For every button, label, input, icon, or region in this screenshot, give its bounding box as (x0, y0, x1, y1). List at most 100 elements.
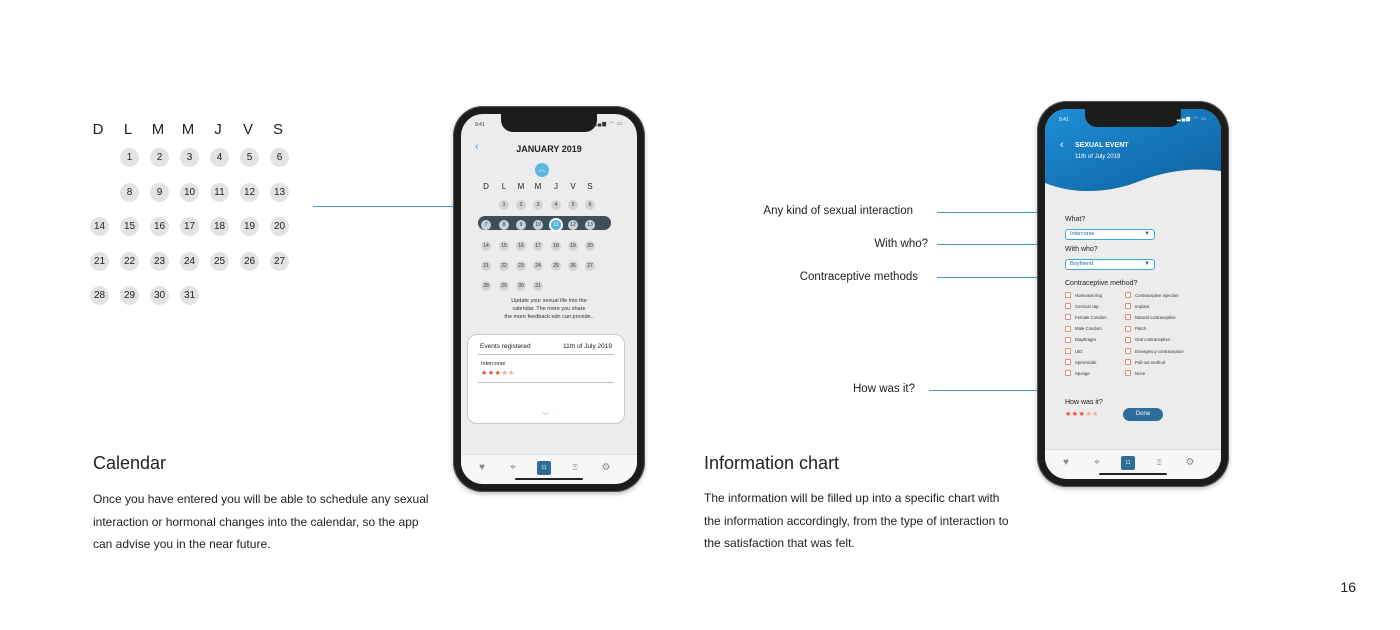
mini-calendar-day[interactable]: 26 (568, 260, 578, 271)
chevron-down-icon[interactable]: ﹀ (542, 413, 549, 420)
mini-calendar-day[interactable]: 3 (533, 200, 543, 210)
mini-calendar-day[interactable]: 28 (481, 281, 491, 292)
calendar-day[interactable]: 12 (240, 182, 259, 202)
calendar-day[interactable]: 1 (120, 148, 139, 167)
calendar-day[interactable]: 29 (120, 286, 139, 305)
calendar-day[interactable]: 25 (210, 251, 229, 271)
mini-calendar-day[interactable]: 31 (533, 281, 543, 292)
calendar-day[interactable]: 14 (90, 217, 109, 236)
calendar-day[interactable]: 8 (120, 182, 139, 202)
done-button[interactable]: Done (1123, 408, 1163, 421)
mini-calendar-day[interactable]: 5 (568, 200, 578, 210)
header-wave (1045, 109, 1221, 192)
calendar-day[interactable]: 4 (210, 148, 229, 167)
calendar-day[interactable]: 13 (270, 182, 289, 202)
checkbox[interactable] (1065, 370, 1071, 377)
checkbox[interactable] (1125, 303, 1131, 310)
mini-calendar-day[interactable]: 24 (533, 260, 543, 271)
mini-calendar-day[interactable]: 17 (533, 240, 543, 251)
weekday-header: S (272, 121, 283, 138)
settings-icon[interactable]: ⚙ (1185, 457, 1195, 468)
checkbox[interactable] (1125, 325, 1131, 332)
calendar-day[interactable]: 24 (180, 251, 199, 271)
calendar-day[interactable]: 27 (270, 251, 289, 271)
checkbox[interactable] (1125, 359, 1131, 366)
location-pin-icon[interactable]: ⌖ (1094, 457, 1100, 468)
mini-calendar-day[interactable]: 9 (516, 220, 526, 231)
mini-calendar-day[interactable]: 6 (585, 200, 595, 210)
checkbox[interactable] (1125, 314, 1131, 321)
mini-calendar-day[interactable]: 23 (516, 260, 526, 271)
location-pin-icon[interactable]: ⌖ (510, 462, 516, 473)
mini-calendar-day[interactable]: 27 (585, 260, 595, 271)
mini-calendar-day[interactable]: 25 (551, 260, 561, 271)
calendar-day[interactable]: 22 (120, 251, 139, 271)
checkbox[interactable] (1065, 303, 1071, 310)
calendar-day[interactable]: 28 (90, 286, 109, 305)
calendar-day[interactable]: 6 (270, 148, 289, 167)
help-icon[interactable]: ⍰ (1156, 458, 1162, 467)
calendar-day[interactable]: 16 (150, 217, 169, 236)
calendar-day[interactable]: 21 (90, 251, 109, 271)
mini-calendar-day[interactable]: 22 (499, 260, 509, 271)
help-icon[interactable]: ⍰ (572, 463, 578, 472)
checkbox[interactable] (1125, 292, 1131, 298)
mini-calendar-day[interactable]: 21 (481, 260, 491, 271)
calendar-day[interactable]: 30 (150, 286, 169, 305)
checkbox[interactable] (1065, 292, 1071, 298)
mini-calendar-day[interactable]: 4 (551, 200, 561, 210)
calendar-day[interactable]: 2 (150, 148, 169, 167)
mini-calendar-day[interactable]: 16 (516, 240, 526, 251)
heart-icon[interactable]: ♥ (1063, 457, 1069, 468)
calendar-day[interactable]: 10 (180, 182, 199, 202)
checkbox[interactable] (1125, 348, 1131, 354)
mini-calendar-day[interactable]: 2 (516, 200, 526, 210)
checkbox[interactable] (1125, 336, 1131, 343)
checkbox[interactable] (1065, 348, 1071, 354)
mini-calendar-day[interactable]: 20 (585, 240, 595, 251)
checkbox[interactable] (1065, 336, 1071, 343)
events-card[interactable]: Events registered 11th of July 2019 Inte… (467, 334, 625, 424)
calendar-day[interactable]: 31 (180, 286, 199, 305)
chevron-up-icon[interactable]: ︿ (535, 163, 549, 177)
calendar-day[interactable]: 23 (150, 251, 169, 271)
checkbox[interactable] (1125, 370, 1131, 377)
with-who-select[interactable]: Boyfriend ▼ (1065, 259, 1155, 270)
mini-calendar-day[interactable]: 30 (516, 281, 526, 292)
mini-calendar-day[interactable]: 8 (499, 220, 509, 231)
connector-line (929, 390, 1067, 391)
calendar-day[interactable]: 15 (120, 217, 139, 236)
calendar-day[interactable]: 3 (180, 148, 199, 167)
calendar-day[interactable]: 20 (270, 217, 289, 236)
calendar-tab-icon[interactable]: 11 (1121, 456, 1135, 470)
what-select[interactable]: Intercorse ▼ (1065, 229, 1155, 240)
calendar-day[interactable]: 19 (240, 217, 259, 236)
heart-icon[interactable]: ♥ (479, 462, 485, 473)
calendar-day[interactable]: 17 (180, 217, 199, 236)
mini-calendar-day[interactable]: 13 (585, 220, 595, 231)
calendar-day[interactable]: 11 (210, 182, 229, 202)
mini-calendar-day[interactable]: 11 (551, 220, 561, 231)
checkbox[interactable] (1065, 314, 1071, 321)
mini-calendar-day[interactable]: 10 (533, 220, 543, 231)
checkbox-label: Spermicide (1075, 359, 1097, 365)
back-chevron-icon[interactable]: ‹ (1060, 139, 1064, 151)
mini-calendar-day[interactable]: 12 (568, 220, 578, 231)
mini-calendar-day[interactable]: 29 (499, 281, 509, 292)
event-rating[interactable]: ★★★★★ (1065, 410, 1099, 418)
calendar-tab-icon[interactable]: 11 (537, 461, 551, 475)
mini-calendar-day[interactable]: 18 (551, 240, 561, 251)
mini-calendar-day[interactable]: 14 (481, 240, 491, 251)
mini-calendar-day[interactable]: 15 (499, 240, 509, 251)
checkbox[interactable] (1065, 325, 1071, 332)
calendar-day[interactable]: 9 (150, 182, 169, 202)
mini-calendar-day[interactable]: 1 (499, 200, 509, 210)
calendar-day[interactable]: 18 (210, 217, 229, 236)
calendar-day[interactable]: 5 (240, 148, 259, 167)
calendar-day[interactable]: 26 (240, 251, 259, 271)
back-chevron-icon[interactable]: ‹ (475, 141, 479, 153)
settings-icon[interactable]: ⚙ (601, 462, 611, 473)
checkbox[interactable] (1065, 359, 1071, 366)
mini-calendar-day[interactable]: 19 (568, 240, 578, 251)
mini-calendar-day[interactable]: 7 (481, 220, 491, 231)
